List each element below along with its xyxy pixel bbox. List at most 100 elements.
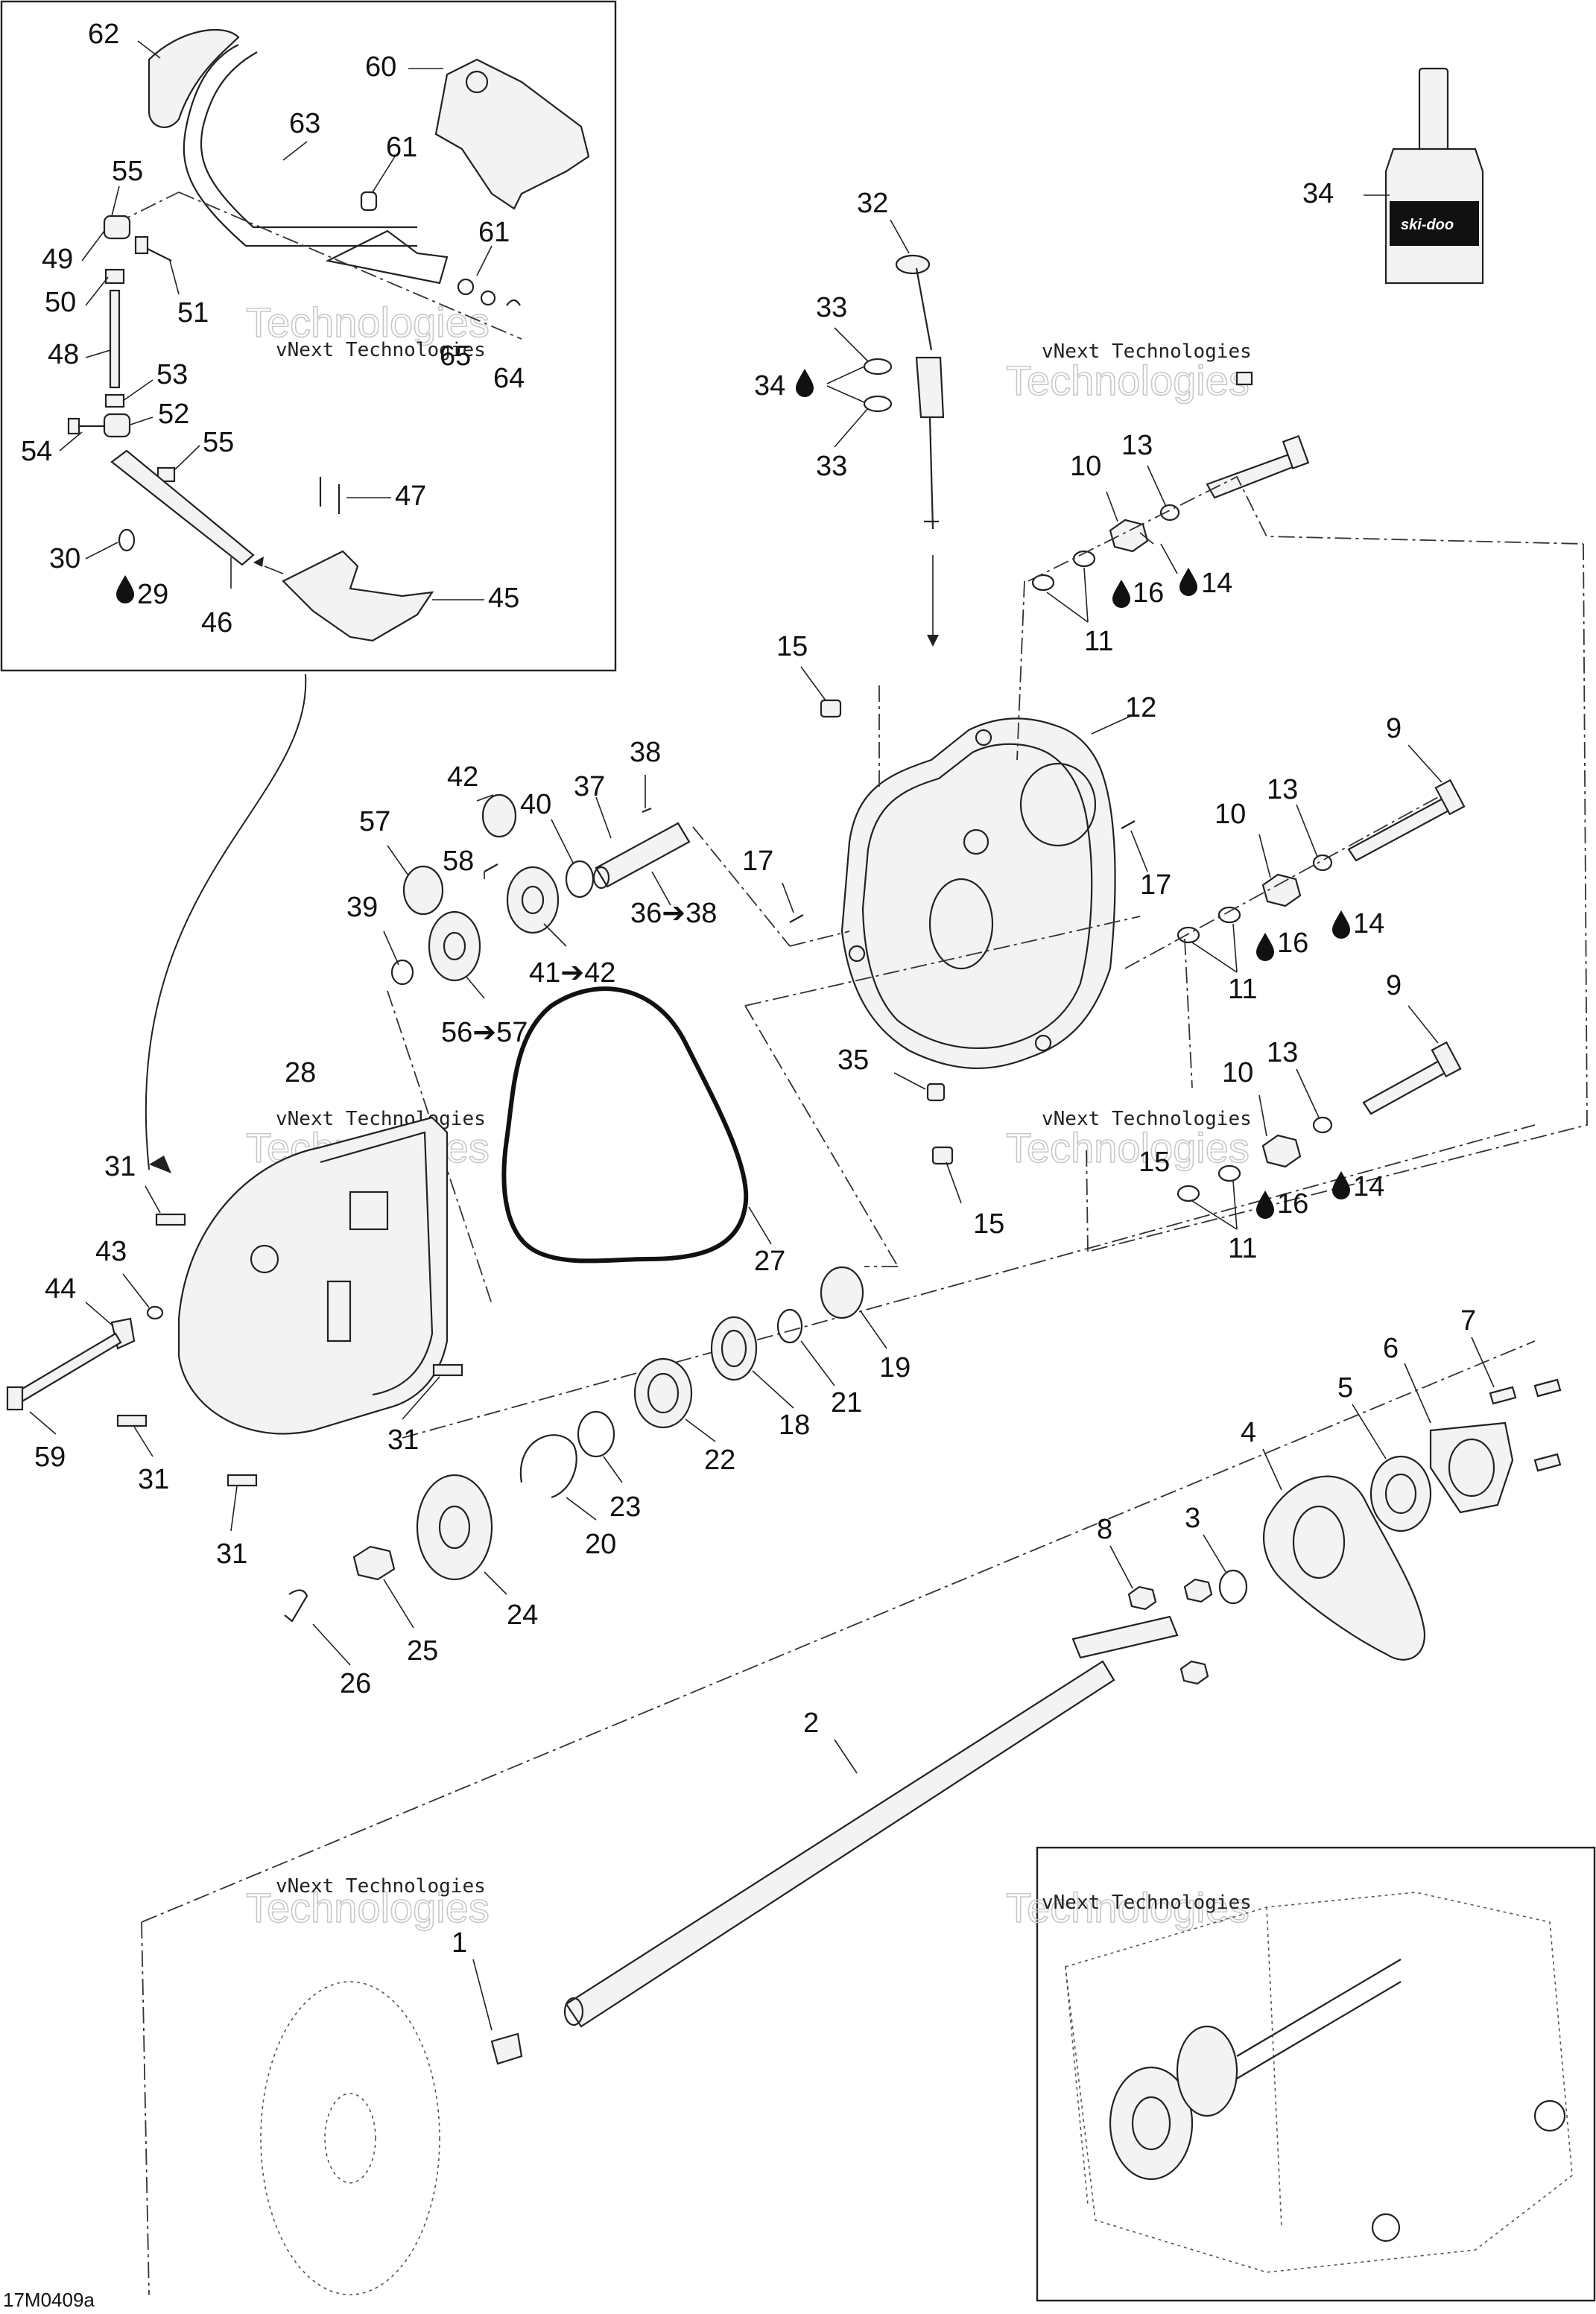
- drive-shaft-2-spline-end: [1071, 1615, 1179, 1659]
- oil-drop-icon: [796, 369, 814, 397]
- callout-label: 32: [857, 188, 888, 219]
- svg-text:vNext Technologies: vNext Technologies: [1042, 1892, 1252, 1914]
- nut-50: [104, 268, 125, 285]
- bearing-22-inner: [647, 1372, 680, 1414]
- callout-label: 21: [831, 1387, 862, 1418]
- callout-label: 41➔42: [529, 957, 615, 989]
- axis-line: [1086, 1147, 1089, 1252]
- nut-55b: [156, 466, 176, 483]
- callout-label: 46: [201, 607, 232, 638]
- chaincase-cover-28: [177, 1116, 449, 1435]
- axis-line: [1087, 543, 1588, 1252]
- chaincase-housing-12: [840, 717, 1116, 1070]
- seal-18: [710, 1316, 758, 1381]
- axis-line: [141, 1340, 1536, 1923]
- svg-text:Technologies: Technologies: [246, 1884, 490, 1931]
- callout-label: 55: [203, 427, 234, 458]
- callout-label: 22: [704, 1445, 735, 1476]
- nut-8c: [1179, 1660, 1209, 1685]
- axis-line: [178, 191, 522, 340]
- spacer-23: [577, 1410, 615, 1458]
- drive-shaft-2-end: [563, 1997, 584, 2026]
- leader-lines: [29, 40, 1495, 2031]
- bolt-stack-middle: [1177, 779, 1466, 944]
- callout-label: 13: [1121, 430, 1153, 461]
- axis-line: [1027, 475, 1584, 582]
- bolt-31b: [116, 1414, 148, 1427]
- figure-code: 17M0409a: [3, 2289, 95, 2311]
- callout-label: 34: [1302, 178, 1334, 209]
- bolt-stack-top: [1031, 371, 1310, 592]
- callout-label: 11: [1228, 974, 1257, 1005]
- svg-text:vNext Technologies: vNext Technologies: [276, 339, 486, 361]
- callout-label: 43: [95, 1236, 127, 1267]
- bearing-22: [633, 1357, 693, 1429]
- nut-8a: [1127, 1585, 1157, 1611]
- bolt-59: [13, 1332, 122, 1404]
- bearing-5: [1369, 1455, 1432, 1532]
- plate-4-hole: [1292, 1505, 1346, 1579]
- gasket-27: [501, 986, 749, 1264]
- axis-line: [692, 826, 791, 947]
- shift-rod-63-inner: [200, 51, 417, 229]
- callout-label: 57: [359, 806, 390, 837]
- shift-lever-handle: [148, 28, 240, 128]
- rod-48: [109, 289, 121, 389]
- dowel-17a: [789, 914, 804, 923]
- callout-label: 10: [1215, 799, 1246, 830]
- callout-label: 5: [1337, 1372, 1353, 1404]
- callout-label: 23: [609, 1492, 641, 1523]
- callout-labels: 62 60 63 61 55 61 49 51 50 48 65 64 53 5…: [21, 19, 1476, 1959]
- callout-label: 33: [816, 292, 847, 323]
- svg-text:vNext Technologies: vNext Technologies: [1042, 340, 1252, 363]
- callout-label: 25: [407, 1635, 438, 1667]
- callout-label: 13: [1267, 774, 1298, 805]
- oil-drop-icon: [116, 575, 134, 603]
- washer-39: [390, 959, 414, 986]
- washer-30: [118, 528, 136, 552]
- callout-label: 18: [779, 1410, 810, 1441]
- watermark: Technologies vNext Technologies Technolo…: [245, 298, 1252, 1932]
- callout-label: 11: [1084, 626, 1113, 657]
- nut-25: [352, 1545, 396, 1581]
- nut-8b: [1183, 1578, 1213, 1603]
- oil-drop-icon: [1256, 1191, 1274, 1219]
- shaft-37: [595, 822, 691, 888]
- arrow-line: [264, 565, 284, 574]
- callout-label: 52: [158, 399, 189, 430]
- o-ring-33a: [863, 358, 893, 375]
- axis-line: [1016, 580, 1025, 761]
- bearing-57: [402, 865, 444, 916]
- axis-line: [744, 916, 1141, 1007]
- gear-56: [428, 910, 481, 982]
- callout-label: 39: [346, 892, 378, 923]
- washer-40: [565, 860, 595, 898]
- oil-drop-icon: [1332, 1171, 1350, 1199]
- callout-label: 20: [585, 1529, 616, 1560]
- callout-label: 6: [1383, 1333, 1399, 1364]
- washer-61b: [457, 278, 475, 296]
- callout-label: 15: [1139, 1147, 1170, 1178]
- bushing-61a: [360, 191, 378, 212]
- axis-line: [1124, 796, 1439, 969]
- bearing-19: [820, 1266, 864, 1319]
- axis-line: [1184, 938, 1193, 1088]
- connector-arrowhead: [149, 1156, 171, 1173]
- callout-label: 47: [395, 481, 426, 512]
- callout-label: 17: [1140, 869, 1171, 901]
- callout-label: 56➔57: [441, 1017, 528, 1048]
- callout-label: 14: [1201, 568, 1232, 599]
- callout-label: 35: [837, 1045, 869, 1076]
- washer-65: [480, 290, 496, 306]
- callout-label: 49: [42, 244, 73, 275]
- plug-35: [926, 1082, 946, 1102]
- callout-label: 15: [776, 631, 808, 662]
- callout-label: 11: [1228, 1233, 1257, 1264]
- bracket-hole: [465, 70, 489, 94]
- axis-line: [789, 931, 850, 947]
- callout-label: 16: [1277, 928, 1308, 959]
- bolt-7a: [1489, 1386, 1517, 1405]
- callout-label: 16: [1133, 577, 1164, 609]
- callout-label: 60: [365, 51, 396, 83]
- callout-label: 40: [520, 789, 551, 820]
